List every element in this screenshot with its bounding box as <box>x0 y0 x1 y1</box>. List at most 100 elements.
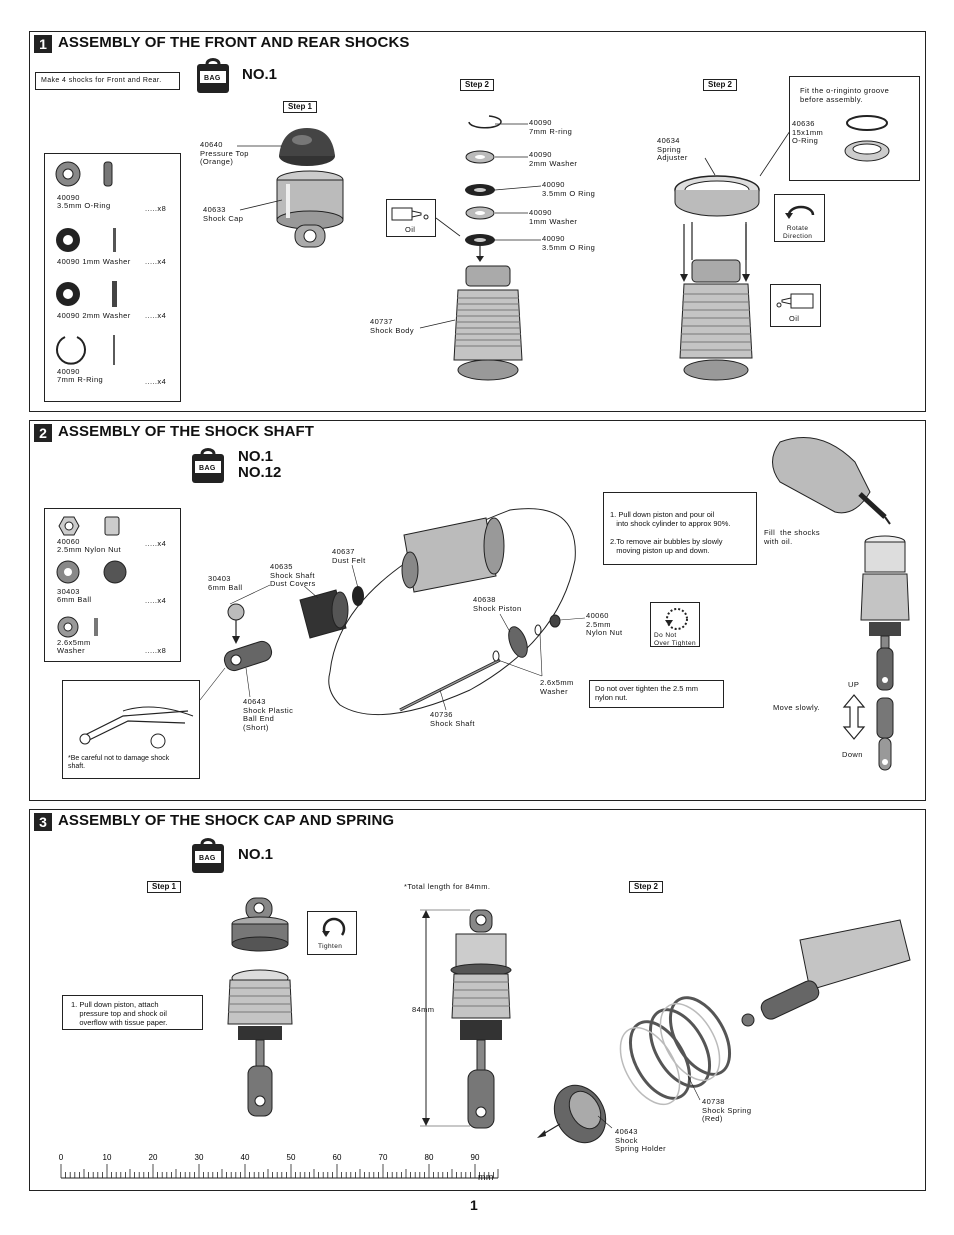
up-label: UP <box>848 680 860 689</box>
shock-shaft-label: 40736 Shock Shaft <box>430 710 475 728</box>
r-ring-icon <box>56 335 115 365</box>
up-down-arrow-icon <box>842 694 866 740</box>
tighten-label: Tighten <box>318 943 343 950</box>
rotate-arrow-icon <box>785 205 815 219</box>
washer-2mm-icon <box>56 281 117 307</box>
assembled-shock-drawing <box>420 909 512 1129</box>
ruler-tick-label: 80 <box>425 1153 434 1162</box>
part-name: 3.5mm O-Ring <box>57 201 111 210</box>
rotate-arrow-icon <box>665 608 688 630</box>
do-not-label: Do Not Over Tighten <box>654 632 697 647</box>
part-qty: .....x4 <box>145 311 167 320</box>
section-front-rear-shocks: 1 ASSEMBLY OF THE FRONT AND REAR SHOCKS <box>29 31 926 412</box>
ruler-tick-label: 70 <box>379 1153 388 1162</box>
dust-covers-label: 40635 Shock Shaft Dust Covers <box>270 562 316 588</box>
oil-label: Oil <box>405 225 416 234</box>
page-number: 1 <box>470 1197 478 1213</box>
spring-adjuster-label: 40634 Spring Adjuster <box>657 136 688 162</box>
rotate-arrow-icon <box>322 917 346 937</box>
section-number: 2 <box>34 424 52 442</box>
oring-label: 40090 3.5mm O Ring <box>542 180 596 198</box>
bag-numbers: NO.1 NO.12 <box>238 448 282 481</box>
section-cap-and-spring: 3 ASSEMBLY OF THE SHOCK CAP AND SPRING <box>29 809 926 1191</box>
oil-callout: Oil <box>386 199 436 237</box>
nylon-nut-icon <box>58 516 120 536</box>
section-title: ASSEMBLY OF THE SHOCK SHAFT <box>58 423 315 440</box>
pressure-top-label: 40640 Pressure Top (Orange) <box>200 140 249 166</box>
shock-piston-label: 40638 Shock Piston <box>473 595 522 613</box>
ruler-tick-label: 10 <box>103 1153 112 1162</box>
ball-end-label: 40643 Shock Plastic Ball End (Short) <box>243 697 294 732</box>
oring-part-icon <box>55 161 113 187</box>
washer-label: 2.6x5mm Washer <box>540 678 574 696</box>
filled-shock-drawing <box>860 535 910 771</box>
section-title: ASSEMBLY OF THE SHOCK CAP AND SPRING <box>58 812 395 829</box>
washer-1mm-label: 40090 1mm Washer <box>529 208 578 226</box>
bag-number: NO.1 <box>242 66 278 83</box>
shock-cap-label: 40633 Shock Cap <box>203 205 244 223</box>
bag-icon <box>197 58 229 93</box>
bag-label: BAG <box>199 465 216 472</box>
spring-adjuster-drawing <box>674 175 760 260</box>
careful-note: *Be careful not to damage shock shaft. <box>68 755 170 770</box>
oil-instruction-box: 1. Pull down piston and pour oil into sh… <box>603 492 757 565</box>
fill-label: Fill the shocks with oil. <box>764 528 820 546</box>
ruler-tick-label: 40 <box>241 1153 250 1162</box>
section-shock-shaft: 2 ASSEMBLY OF THE SHOCK SHAFT <box>29 420 926 801</box>
shock-body-label: 40737 Shock Body <box>370 317 415 335</box>
dust-felt-label: 40637 Dust Felt <box>332 547 366 565</box>
washer-1mm-icon <box>56 228 116 252</box>
tighten-warning-text: Do not over tighten the 2.5 mm nylon nut… <box>595 684 698 702</box>
instruction-box: Make 4 shocks for Front and Rear. <box>35 72 180 90</box>
step-1-label: Step 1 <box>147 881 182 893</box>
nylon-nut-label: 40060 2.5mm Nylon Nut <box>586 611 623 637</box>
ruler-unit: mm <box>478 1172 494 1182</box>
pressure-top-drawing <box>279 128 335 166</box>
bag-icon <box>192 838 224 873</box>
bag-icon <box>192 448 224 483</box>
part-code: 40090 1mm Washer <box>57 257 131 266</box>
washer-2mm-label: 40090 2mm Washer <box>529 150 578 168</box>
ball-label: 30403 6mm Ball <box>208 574 243 592</box>
ruler-tick-label: 90 <box>471 1153 480 1162</box>
oil-bottle-drawing <box>772 437 891 525</box>
washer-icon <box>57 616 98 638</box>
do-not-over-tighten-callout: Do Not Over Tighten <box>650 602 700 647</box>
ball-icon <box>56 560 127 584</box>
ruler-tick-label: 20 <box>149 1153 158 1162</box>
step1-note-text: 1. Pull down piston, attach pressure top… <box>71 1000 168 1027</box>
section-title: ASSEMBLY OF THE FRONT AND REAR SHOCKS <box>58 34 410 51</box>
part-code: 40090 <box>57 367 80 376</box>
ruler-tick-label: 60 <box>333 1153 342 1162</box>
parts-list-box <box>44 153 181 402</box>
ruler-tick-label: 50 <box>287 1153 296 1162</box>
r-ring-label: 40090 7mm R-ring <box>529 118 573 136</box>
spring-holder-label: 40643 Shock Spring Holder <box>615 1127 667 1153</box>
part-code: 40060 <box>57 537 80 546</box>
tighten-warning-box: Do not over tighten the 2.5 mm nylon nut… <box>589 680 724 708</box>
total-length-label: *Total length for 84mm. <box>404 882 491 891</box>
move-slowly-label: Move slowly. <box>773 703 821 712</box>
rotate-label: Rotate Direction <box>783 225 813 240</box>
oil-bottle-icon <box>776 293 814 309</box>
oil-instruction-text: 1. Pull down piston and pour oil into sh… <box>610 510 731 555</box>
cap-tightening-drawing <box>227 897 293 1117</box>
pliers-drawing <box>79 706 194 749</box>
part-name: 2.5mm Nylon Nut <box>57 545 121 554</box>
fit-note: Fit the o-ringinto groove before assembl… <box>800 86 890 104</box>
oil-bottle-icon <box>391 207 429 221</box>
part-code: 40090 <box>57 193 80 202</box>
oring-groove-drawing <box>844 115 890 162</box>
oring-15-label: 40636 15x1mm O-Ring <box>792 119 824 145</box>
step-1-label: Step 1 <box>283 101 318 113</box>
shock-cap-drawing <box>276 170 344 248</box>
fit-oring-callout: Fit the o-ringinto groove before assembl… <box>789 76 920 181</box>
part-name: 6mm Ball <box>57 595 92 604</box>
